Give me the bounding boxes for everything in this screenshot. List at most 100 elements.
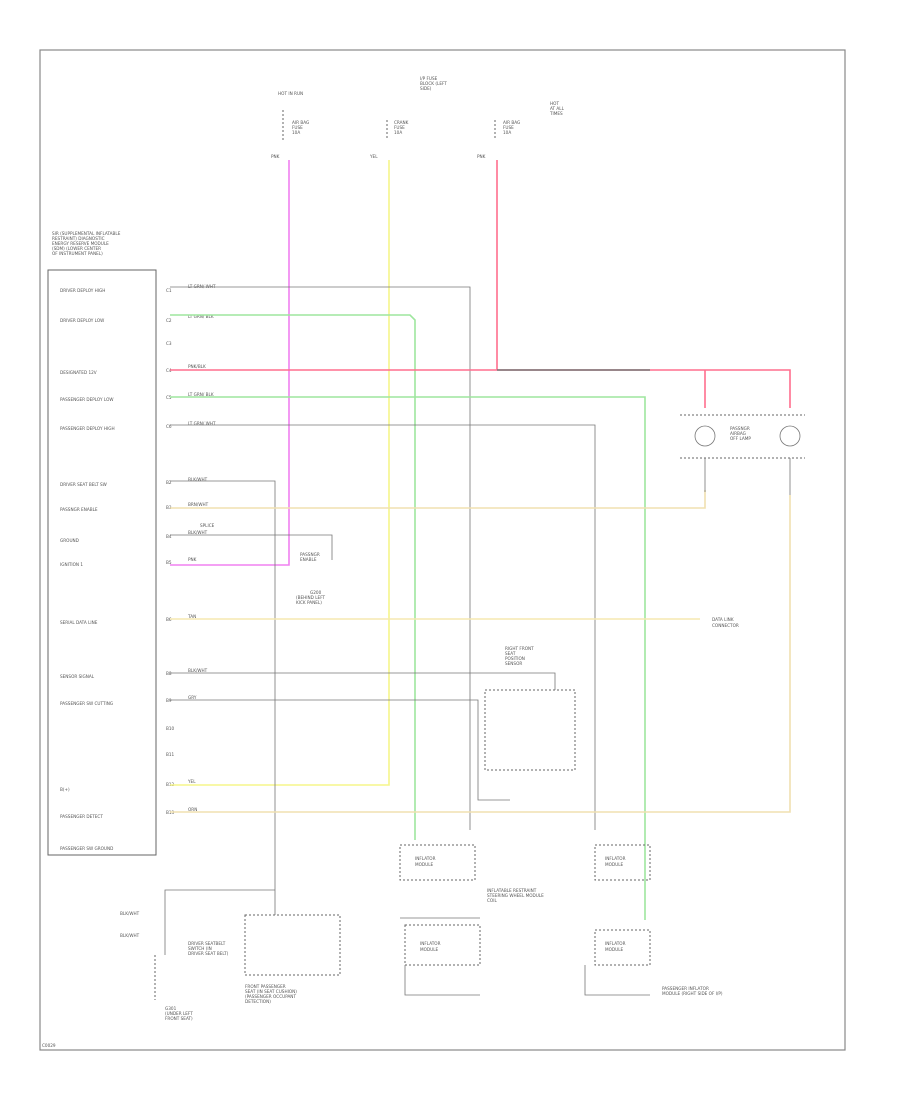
pin-wire: BRN/WHT xyxy=(188,502,209,507)
wire-c2-green xyxy=(170,314,416,840)
wire-c5-green xyxy=(170,396,646,920)
pin-label: IGNITION 1 xyxy=(60,562,83,567)
pin-id: B11 xyxy=(166,752,175,757)
pin-label: GROUND xyxy=(60,538,79,543)
pin-label: PASSENGER DEPLOY LOW xyxy=(60,397,114,402)
pin-wire: BLK/WHT xyxy=(188,477,208,482)
pin-id: C4 xyxy=(166,368,172,373)
svg-text:MODULE: MODULE xyxy=(605,862,624,867)
module-pins: DRIVER DEPLOY HIGH C1 LT GRN/ WHT DRIVER… xyxy=(60,284,216,851)
wire-b2 xyxy=(170,480,276,915)
diagram-frame xyxy=(39,49,846,1051)
pin-id: B6 xyxy=(166,617,172,622)
pin-wire: LT GRN/ BLK xyxy=(188,392,214,397)
driver-inflator-module: INFLATOR MODULE xyxy=(400,917,481,996)
svg-text:INFLATOR: INFLATOR xyxy=(605,856,626,861)
pin-id: C2 xyxy=(166,318,172,323)
fuse-hot-run-label: HOT IN RUN xyxy=(278,91,303,96)
pin-label: DRIVER DEPLOY HIGH xyxy=(60,288,105,293)
pin-id: C1 xyxy=(166,288,172,293)
data-link-connector: DATA LINK CONNECTOR xyxy=(712,617,739,628)
svg-text:MODULE: MODULE xyxy=(605,947,624,952)
wire-b9 xyxy=(170,699,510,801)
pin-id: C3 xyxy=(166,341,172,346)
pin-wire: TAN xyxy=(187,614,196,619)
svg-text:CONNECTOR: CONNECTOR xyxy=(712,623,739,628)
pin-id: B2 xyxy=(166,480,172,485)
pin-id: B9 xyxy=(166,698,172,703)
passenger-inflator-upper: INFLATOR MODULE xyxy=(594,844,651,881)
wire-c6 xyxy=(170,424,596,830)
pin-id: B3 xyxy=(166,505,172,510)
wire-pink-fuse1 xyxy=(170,160,290,566)
svg-text:INFLATOR: INFLATOR xyxy=(415,856,436,861)
svg-text:BLK/WHT: BLK/WHT xyxy=(120,933,140,938)
seat-sensor-box xyxy=(484,689,576,771)
svg-text:DATA LINK: DATA LINK xyxy=(712,617,734,622)
pin-id: B10 xyxy=(166,726,175,731)
rf-seat-box xyxy=(244,914,341,976)
pin-wire: BLK/WHT xyxy=(188,530,208,535)
pin-wire: PNK/BLK xyxy=(188,364,206,369)
pin-wire: ORN xyxy=(188,807,197,812)
pin-wire: GRY xyxy=(188,695,197,700)
page-id: C0029 xyxy=(42,1043,56,1048)
pin-label: DESIGNATED 12V xyxy=(60,370,97,375)
pin-label: DRIVER SEAT BELT SW xyxy=(60,482,107,487)
pin-id: C6 xyxy=(166,424,172,429)
wire-b4-ground xyxy=(170,534,333,560)
pin-label: DRIVER DEPLOY LOW xyxy=(60,318,104,323)
pin-wire: PNK xyxy=(188,557,197,562)
pin-wire: LT GRN/ WHT xyxy=(188,421,216,426)
wire-b13-orange xyxy=(170,495,791,813)
pin-label: SERIAL DATA LINE xyxy=(60,620,98,625)
svg-text:PNK: PNK xyxy=(271,154,280,159)
pin-label: SENSOR SIGNAL xyxy=(60,674,95,679)
pin-id: B8 xyxy=(166,671,172,676)
wire-yellow-fuse2 xyxy=(170,160,390,786)
svg-text:MODULE: MODULE xyxy=(420,947,439,952)
pin-id: B4 xyxy=(166,534,172,539)
pin-wire: BLK/WHT xyxy=(188,668,208,673)
svg-text:PNK: PNK xyxy=(477,154,486,159)
pin-label: PASSENGER SW CUTTING xyxy=(60,701,113,706)
pin-label: PASSENGER DEPLOY HIGH xyxy=(60,426,115,431)
wire-c4-pink xyxy=(170,369,791,408)
pin-id: B5 xyxy=(166,560,172,565)
wire-b3-tan xyxy=(170,490,706,509)
wire-c1 xyxy=(170,286,471,830)
svg-text:BLK/WHT: BLK/WHT xyxy=(120,911,140,916)
pin-wire: LT GRN/ WHT xyxy=(188,284,216,289)
pin-label: PASSNGR ENABLE xyxy=(60,507,98,512)
pin-label: PASSENGER DETECT xyxy=(60,814,103,819)
splice-label: SPLICE xyxy=(200,523,215,528)
pin-id: C5 xyxy=(166,395,172,400)
pin-label: PASSENGER SW GROUND xyxy=(60,846,113,851)
svg-text:INFLATOR: INFLATOR xyxy=(420,941,441,946)
pin-label: B(+) xyxy=(60,787,70,792)
svg-text:YEL: YEL xyxy=(369,154,378,159)
svg-text:INFLATOR: INFLATOR xyxy=(605,941,626,946)
